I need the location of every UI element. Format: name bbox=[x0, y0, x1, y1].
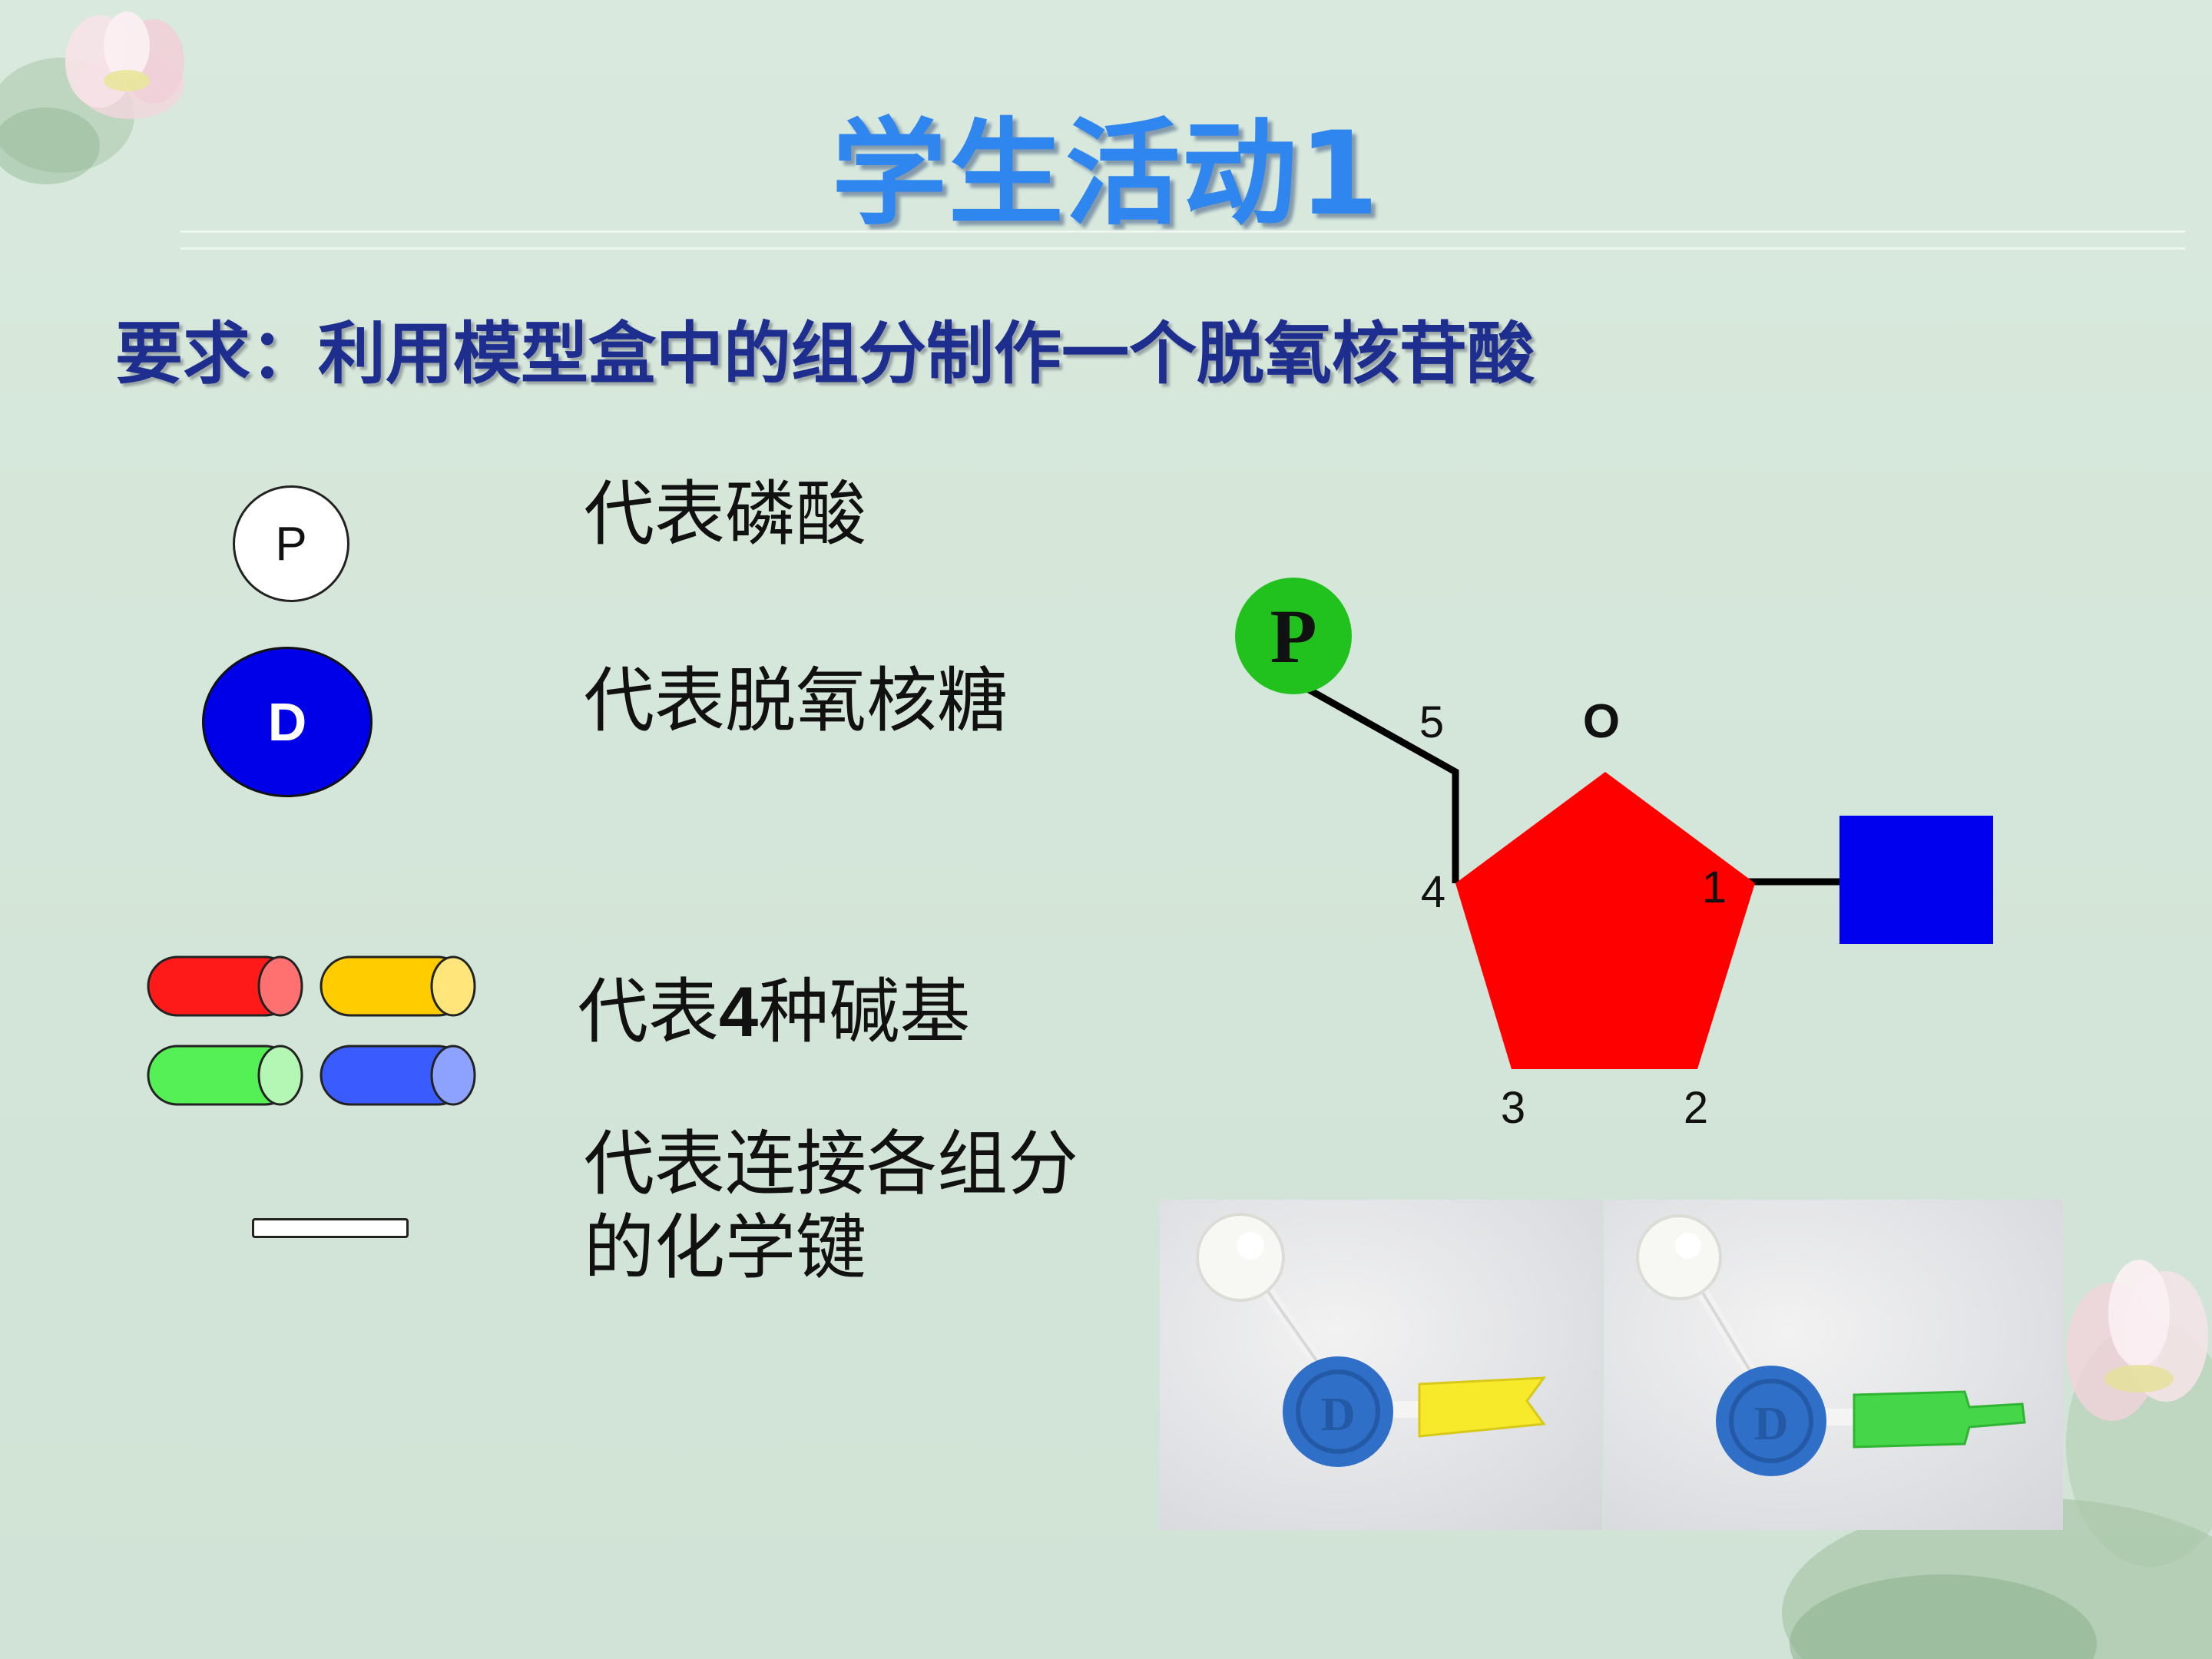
title-divider-bottom bbox=[180, 247, 2185, 250]
bases-label-suffix: 种碱基 bbox=[758, 971, 971, 1053]
sugar-symbol: D bbox=[267, 692, 307, 752]
bond-label-line2: 的化学键 bbox=[584, 1207, 867, 1289]
chemical-bond-bar-icon bbox=[252, 1218, 409, 1238]
base-cylinder-yellow-icon bbox=[320, 955, 476, 1017]
base-piece-icon bbox=[1419, 1378, 1544, 1436]
phosphate-symbol: P bbox=[275, 517, 307, 571]
lotus-leaf-icon bbox=[1782, 1260, 2212, 1659]
svg-text:D: D bbox=[1754, 1398, 1789, 1450]
requirement-text: 要求：利用模型盒中的组分制作一个脱氧核苷酸 bbox=[115, 313, 1535, 393]
nucleotide-diagram: P O 5 4 1 3 2 bbox=[1235, 578, 1993, 1133]
ring-oxygen-label: O bbox=[1583, 695, 1620, 748]
phosphate-node bbox=[1235, 578, 1352, 694]
carbon-5-label: 5 bbox=[1419, 697, 1444, 747]
carbon-1-label: 1 bbox=[1702, 863, 1727, 912]
title-divider-top bbox=[180, 230, 2185, 233]
phosphate-c5-bond bbox=[1296, 680, 1459, 883]
bond-label-line1: 代表连接各组分 bbox=[584, 1123, 1079, 1205]
bases-label-prefix: 代表 bbox=[578, 971, 720, 1053]
deoxyribose-pentagon bbox=[1455, 772, 1755, 1069]
slide-title: 学生活动1 bbox=[831, 108, 1381, 241]
diagram-phosphate-symbol: P bbox=[1270, 594, 1316, 679]
carbon-3-label: 3 bbox=[1501, 1083, 1525, 1133]
bases-label: 代表4种碱基 bbox=[578, 972, 970, 1054]
base-cylinders-icon bbox=[147, 955, 476, 1106]
base-cylinder-blue-icon bbox=[320, 1045, 476, 1106]
base-cylinder-red-icon bbox=[147, 955, 303, 1017]
model-photo-green: D bbox=[1604, 1200, 2063, 1530]
bases-label-number: 4 bbox=[719, 973, 759, 1051]
phosphate-bead-icon bbox=[1196, 1213, 1285, 1302]
base-square bbox=[1839, 816, 1993, 944]
model-assembly-yellow-icon: D bbox=[1196, 1213, 1547, 1467]
model-photo-yellow: D bbox=[1160, 1200, 1602, 1530]
base-cylinder-green-icon bbox=[147, 1045, 303, 1106]
phosphate-circle-icon: P bbox=[233, 485, 349, 602]
phosphate-label: 代表磷酸 bbox=[584, 473, 867, 555]
carbon-2-label: 2 bbox=[1684, 1083, 1708, 1133]
deoxyribose-ellipse-icon: D bbox=[202, 647, 373, 797]
deoxyribose-label: 代表脱氧核糖 bbox=[584, 660, 1008, 742]
svg-text:D: D bbox=[1321, 1389, 1356, 1441]
carbon-4-label: 4 bbox=[1421, 867, 1445, 917]
lotus-flower-icon bbox=[0, 12, 184, 184]
model-assembly-green-icon: D bbox=[1636, 1214, 2026, 1476]
